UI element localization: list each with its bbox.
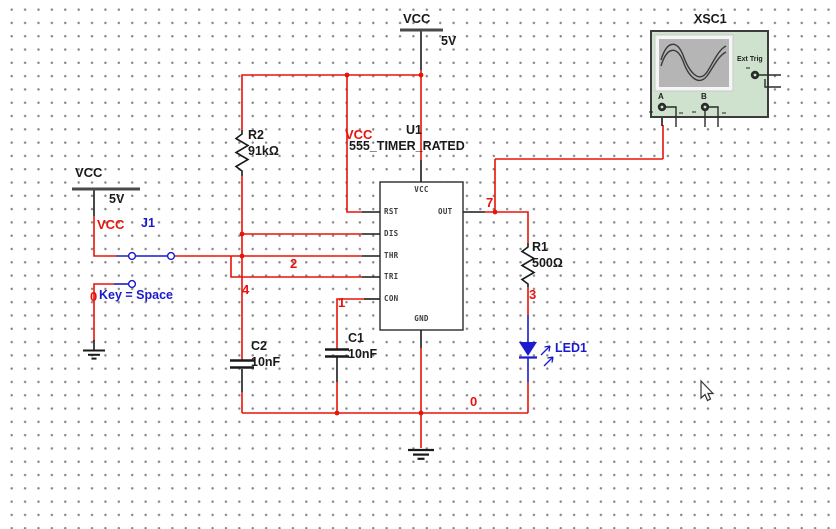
wire-segment[interactable]	[93, 216, 116, 257]
xsc1-ref[interactable]: XSC1	[694, 12, 727, 26]
scope-terminal-stubs	[666, 74, 781, 127]
junction-dot	[418, 72, 424, 78]
pin-label-gnd: GND	[414, 314, 429, 323]
scope-polarity-marks	[649, 67, 750, 114]
vcc-left-value[interactable]: 5V	[109, 192, 125, 206]
ground-symbol-left[interactable]	[83, 340, 105, 360]
net-label-0-switch[interactable]: 0	[90, 289, 98, 304]
junction-dot	[334, 410, 340, 416]
pin-label-vcc: VCC	[414, 185, 429, 194]
vcc-left-label[interactable]: VCC	[75, 165, 103, 180]
junction-dot	[239, 231, 245, 237]
junction-dot	[239, 253, 245, 259]
wire-segment[interactable]	[485, 211, 529, 243]
junction-dot	[492, 209, 498, 215]
led-emission-arrows-icon	[540, 345, 554, 367]
net-label-4[interactable]: 4	[242, 282, 250, 297]
wire-net	[93, 70, 664, 448]
net-label-2[interactable]: 2	[290, 256, 298, 271]
resistor-r2[interactable]	[234, 130, 250, 176]
net-label-3[interactable]: 3	[529, 287, 537, 302]
pin-stubs	[93, 31, 663, 392]
scope-channel-b-label: B	[701, 92, 707, 101]
scope-terminals	[657, 70, 760, 112]
wire-segment[interactable]	[93, 283, 114, 341]
vcc-top-value[interactable]: 5V	[441, 34, 457, 48]
switch-contact	[127, 251, 137, 261]
capacitor-c1[interactable]	[325, 348, 349, 358]
junction-dot	[344, 72, 350, 78]
net-label-0-bottom[interactable]: 0	[470, 394, 478, 409]
wire-segment[interactable]	[346, 75, 362, 213]
switch-pole	[166, 251, 176, 261]
j1-key-label[interactable]: Key = Space	[99, 288, 174, 302]
pin-label-tri: TRI	[384, 272, 399, 281]
r2-ref[interactable]: R2	[248, 128, 264, 142]
switch-j1[interactable]	[114, 251, 176, 289]
r1-ref[interactable]: R1	[532, 240, 548, 254]
led-led1[interactable]	[519, 315, 554, 382]
pin-label-rst: RST	[384, 207, 399, 216]
r1-value[interactable]: 500Ω	[532, 256, 563, 270]
c2-value[interactable]: 10nF	[251, 355, 281, 369]
pin-label-dis: DIS	[384, 229, 399, 238]
scope-screen	[659, 39, 729, 87]
net-label-1[interactable]: 1	[338, 295, 346, 310]
c2-ref[interactable]: C2	[251, 339, 267, 353]
terminal-hole	[753, 73, 757, 77]
resistor-r1[interactable]	[520, 243, 536, 287]
mouse-cursor	[700, 379, 715, 402]
junction-dots	[239, 72, 498, 416]
terminal-hole	[660, 105, 664, 109]
j1-ref[interactable]: J1	[141, 216, 155, 230]
capacitor-c2[interactable]	[230, 359, 254, 369]
switch-contact	[127, 279, 137, 289]
led-triangle	[519, 342, 537, 356]
net-label-vcc-switch[interactable]: VCC	[97, 217, 125, 232]
pin-label-thr: THR	[384, 251, 399, 260]
scope-channel-a-label: A	[658, 92, 664, 101]
u1-ref[interactable]: U1	[406, 123, 422, 137]
r2-value[interactable]: 91kΩ	[248, 144, 279, 158]
led1-ref[interactable]: LED1	[555, 341, 587, 355]
pin-label-con: CON	[384, 294, 399, 303]
u1-part[interactable]: 555_TIMER_RATED	[349, 139, 465, 153]
terminal-hole	[703, 105, 707, 109]
c1-ref[interactable]: C1	[348, 331, 364, 345]
ic-555-timer-body[interactable]	[379, 181, 464, 331]
ground-symbol-center[interactable]	[408, 448, 434, 460]
junction-dot	[418, 410, 424, 416]
scope-waveform-icon	[660, 43, 727, 81]
wire-segment[interactable]	[241, 74, 421, 130]
c1-value[interactable]: 10nF	[348, 347, 378, 361]
net-label-7[interactable]: 7	[486, 195, 494, 210]
net-label-vcc-rst[interactable]: VCC	[345, 127, 373, 142]
scope-ext-trig-label: Ext Trig	[737, 56, 763, 63]
wire-segment[interactable]	[230, 256, 362, 278]
pin-label-out: OUT	[438, 207, 453, 216]
oscilloscope-xsc1[interactable]	[649, 30, 781, 127]
wire-segment[interactable]	[336, 298, 364, 349]
vcc-top-label[interactable]: VCC	[403, 11, 431, 26]
